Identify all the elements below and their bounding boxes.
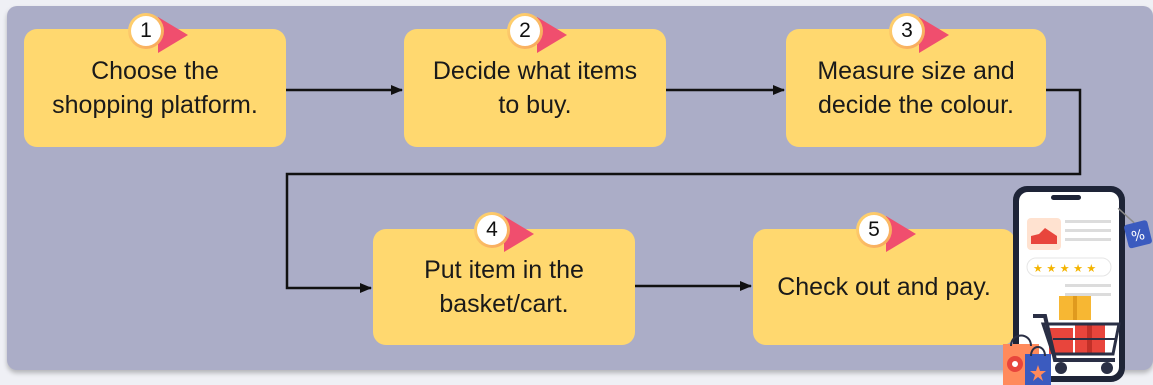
step-4-number: 4: [477, 215, 507, 245]
step-1-badge: 1: [128, 13, 192, 57]
step-1-text: Choose the shopping platform.: [52, 57, 258, 119]
step-5-box: Check out and pay.: [753, 229, 1015, 345]
step-5-badge: 5: [856, 212, 920, 256]
step-2-number: 2: [510, 16, 540, 46]
step-2-text: Decide what items to buy.: [432, 57, 638, 119]
step-3-box: Measure size and decide the colour.: [786, 29, 1046, 147]
smartphone-shopping-icon: ★ ★ ★ ★ ★ %: [1003, 186, 1152, 385]
step-3-number: 3: [892, 16, 922, 46]
step-4-badge: 4: [474, 212, 538, 256]
svg-text:★ ★ ★ ★ ★: ★ ★ ★ ★ ★: [1033, 262, 1096, 275]
step-3-badge: 3: [889, 13, 953, 57]
step-4-text: Put item in the basket/cart.: [424, 256, 584, 318]
step-1-number: 1: [131, 16, 161, 46]
step-5-number: 5: [859, 215, 889, 245]
arrow-3-to-4: [285, 88, 1082, 293]
step-2-badge: 2: [507, 13, 571, 57]
svg-text:%: %: [1130, 227, 1147, 246]
step-3-text: Measure size and decide the colour.: [817, 57, 1015, 119]
step-5-text: Check out and pay.: [777, 273, 991, 301]
step-1-box: Choose the shopping platform.: [24, 29, 286, 147]
step-2-box: Decide what items to buy.: [404, 29, 666, 147]
